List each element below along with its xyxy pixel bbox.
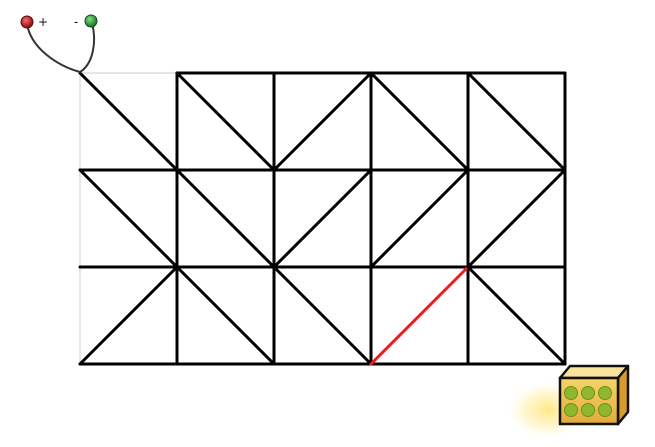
diagonal-segment[interactable] (466, 71, 567, 172)
bulb-box-side (616, 364, 630, 426)
negative-terminal[interactable] (84, 14, 98, 28)
battery-terminals-icon: + - (20, 14, 98, 74)
diagonal-segment[interactable] (175, 168, 276, 269)
diagonal-segment[interactable] (272, 168, 373, 269)
negative-label: - (74, 15, 78, 29)
bulb-cells (564, 386, 612, 417)
diagonal-segment[interactable] (369, 168, 470, 269)
circuit-grid (78, 71, 567, 366)
battery-wire (26, 22, 96, 74)
positive-terminal[interactable] (20, 15, 34, 29)
diagonal-segment[interactable] (466, 168, 567, 269)
lit-bulb-box-icon (506, 364, 630, 440)
diagonal-segment[interactable] (78, 71, 179, 172)
bulb-cell (598, 403, 612, 417)
bulb-box-top (558, 364, 630, 380)
bulb-cell (581, 386, 595, 400)
bulb-cell (581, 403, 595, 417)
diagonal-segment[interactable] (78, 168, 179, 269)
diagonal-segment[interactable] (175, 265, 276, 366)
bulb-cell (564, 386, 578, 400)
diagonal-segment[interactable] (272, 265, 373, 366)
diagonal-segment[interactable] (466, 265, 567, 366)
positive-label: + (38, 15, 48, 29)
diagonal-segment-active[interactable] (369, 265, 470, 366)
diagonal-segment[interactable] (272, 71, 373, 172)
diagonal-segment[interactable] (369, 71, 470, 172)
bulb-cell (598, 386, 612, 400)
bulb-cell (564, 403, 578, 417)
diagonal-segment[interactable] (78, 265, 179, 366)
diagonal-segment[interactable] (175, 71, 276, 172)
bulb-box-front (558, 376, 620, 426)
